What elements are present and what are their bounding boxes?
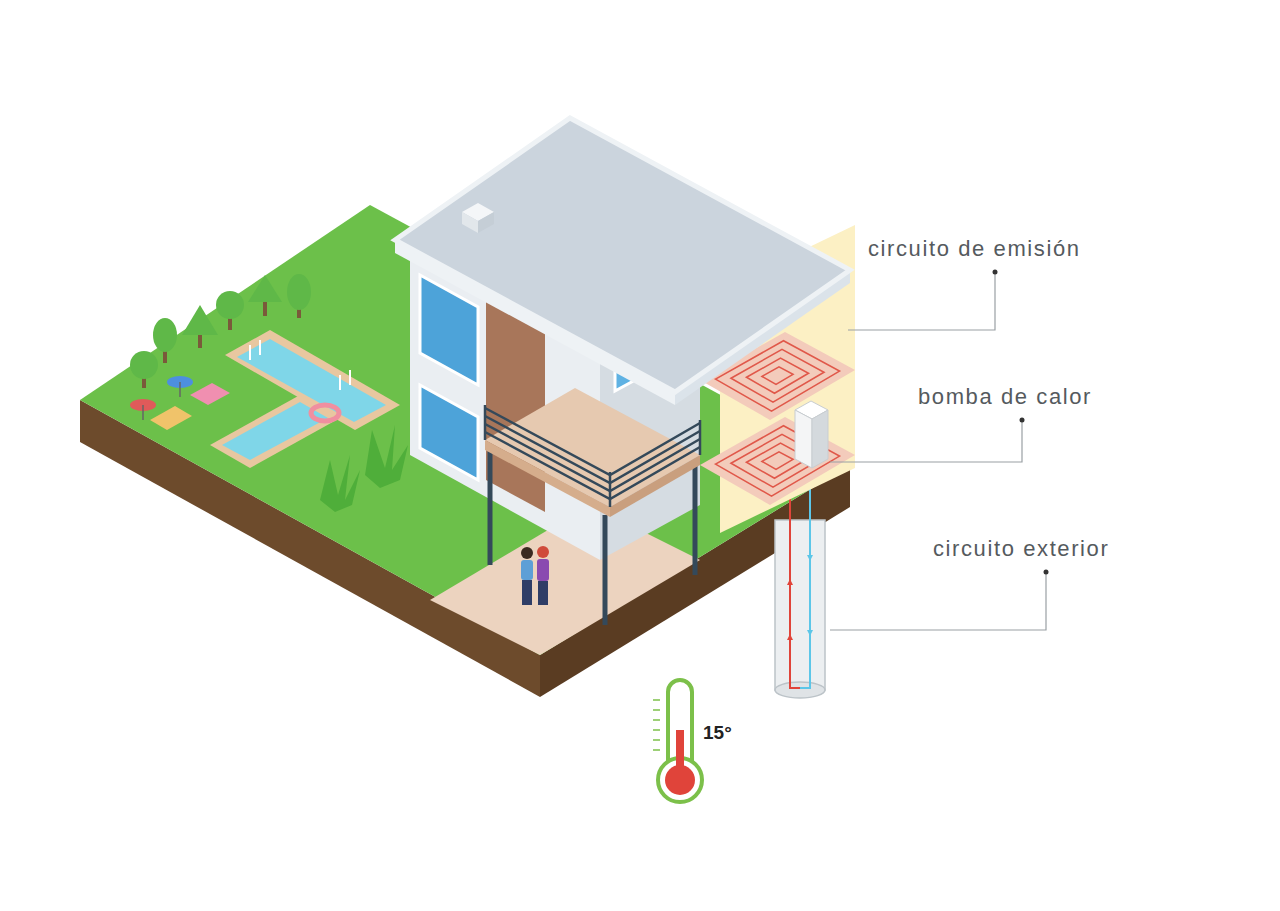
leader-dots xyxy=(993,270,1049,575)
pool-part-part xyxy=(259,340,261,355)
roof-part xyxy=(395,118,850,392)
people-part xyxy=(521,560,533,580)
borehole-part xyxy=(800,470,810,688)
temperature-value: 15° xyxy=(703,722,732,744)
balcony-part-part xyxy=(693,465,698,575)
borehole-part xyxy=(775,682,825,698)
people xyxy=(521,546,549,605)
leader-lines-part xyxy=(830,420,1022,462)
roof-part xyxy=(462,212,478,233)
garden-part xyxy=(190,383,230,405)
garden-part xyxy=(182,305,218,335)
thermometer-part xyxy=(676,730,684,775)
leader-lines-part xyxy=(848,272,995,330)
balcony-part xyxy=(485,440,610,517)
callout-label: bomba de calor xyxy=(918,384,1092,410)
balcony-part-part xyxy=(609,472,612,507)
leader-dots-part xyxy=(1020,418,1025,423)
garden-part xyxy=(150,406,192,430)
balcony-part xyxy=(485,405,700,507)
people-part xyxy=(522,580,532,605)
house-walls-part xyxy=(420,385,478,480)
garden-part xyxy=(320,455,360,512)
heat-pump-part xyxy=(812,410,828,468)
borehole xyxy=(775,470,825,698)
thermometer xyxy=(653,680,702,802)
leader-lines-part xyxy=(830,572,1046,630)
people-part xyxy=(537,546,549,558)
leader-dots-part xyxy=(1044,570,1049,575)
callout-label: circuito de emisión xyxy=(868,236,1081,262)
pool-part xyxy=(250,340,350,390)
thermometer-part-part xyxy=(653,749,660,751)
roof-part xyxy=(478,212,494,233)
balcony-part-part xyxy=(488,450,493,565)
pool-part xyxy=(237,339,386,422)
people-part xyxy=(538,581,548,605)
garden-part xyxy=(153,318,177,352)
house-walls-part xyxy=(486,300,545,512)
borehole-part xyxy=(787,579,793,585)
pool-part-part xyxy=(339,375,341,390)
thermometer-part-part xyxy=(653,739,660,741)
heat-pump-part xyxy=(795,410,812,468)
people-part xyxy=(521,547,533,559)
thermometer-part-part xyxy=(653,699,660,701)
balcony xyxy=(485,388,700,625)
pool-part xyxy=(311,405,339,421)
borehole-part xyxy=(775,520,825,690)
callout-label: circuito exterior xyxy=(933,536,1109,562)
garden-part xyxy=(179,382,181,397)
pool-part-part xyxy=(249,345,251,360)
balcony-part-part xyxy=(485,408,700,475)
thermometer-part xyxy=(653,700,660,750)
pool-part-part xyxy=(349,370,351,385)
pool-part xyxy=(210,395,340,468)
garden-part xyxy=(287,274,311,310)
balcony-part xyxy=(485,388,700,507)
garden-part xyxy=(130,351,158,379)
borehole-part xyxy=(807,630,813,636)
leader-lines xyxy=(830,272,1046,630)
thermometer-part-part xyxy=(653,719,660,721)
thermometer-part-part xyxy=(653,709,660,711)
balcony-part-part xyxy=(603,515,608,625)
roof xyxy=(395,118,850,405)
heat-pump xyxy=(795,401,828,468)
thermometer-part-part xyxy=(653,729,660,731)
garden-part xyxy=(248,275,282,302)
borehole-part xyxy=(790,470,800,688)
balcony-part-part xyxy=(699,420,702,455)
garden xyxy=(130,274,408,512)
leader-dots-part xyxy=(993,270,998,275)
balcony-part-part xyxy=(484,405,487,440)
people-part xyxy=(537,559,549,581)
pool-part xyxy=(225,330,400,430)
borehole-part xyxy=(787,634,793,640)
garden-part xyxy=(142,405,144,420)
heated-floors-part xyxy=(700,417,855,505)
garden-part xyxy=(365,425,408,488)
borehole-part xyxy=(807,555,813,561)
garden-part xyxy=(216,291,244,319)
